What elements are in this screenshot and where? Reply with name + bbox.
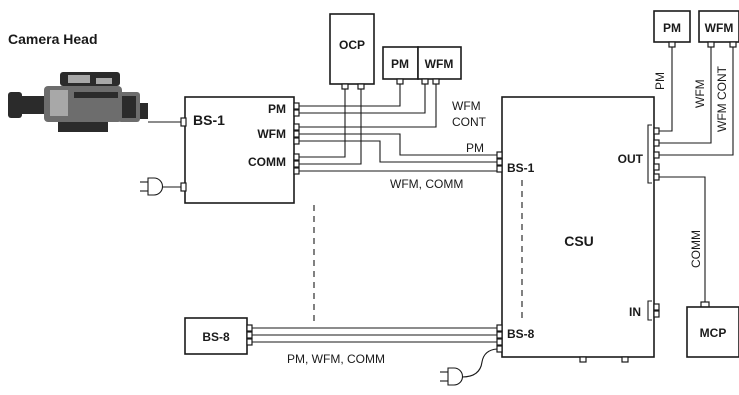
out-pm-cable-label: PM xyxy=(653,72,667,90)
wfm-cont-label-1: WFM xyxy=(452,99,481,113)
csu-out-port-label: OUT xyxy=(618,152,644,166)
wfm-monitor-box xyxy=(417,46,462,80)
power-plug-icon xyxy=(140,177,181,196)
mcp-box xyxy=(686,306,739,358)
pm-cable-label: PM xyxy=(466,141,484,155)
csu-label: CSU xyxy=(564,233,594,249)
bs1-pm-port-label: PM xyxy=(268,102,286,116)
csu-bs1-port-label: BS-1 xyxy=(507,161,535,175)
comm-cable-label: COMM xyxy=(689,230,703,268)
wfm-cont-label-2: CONT xyxy=(452,115,487,129)
out-wfm-cont-cable-label: WFM CONT xyxy=(715,65,729,132)
pm-wfm-comm-cable-label: PM, WFM, COMM xyxy=(287,352,385,366)
bs8-box xyxy=(184,317,248,355)
out-wfm-monitor-box xyxy=(698,10,739,43)
out-wfm-cable-label: WFM xyxy=(693,79,707,108)
wfm-comm-cable-label: WFM, COMM xyxy=(390,177,463,191)
ocp-label: OCP xyxy=(339,38,365,52)
out-pm-monitor-box xyxy=(653,10,691,43)
csu-box xyxy=(501,96,655,358)
mcp-label: MCP xyxy=(700,326,727,340)
ocp-box xyxy=(329,13,375,85)
bs8-label: BS-8 xyxy=(202,330,230,344)
bs1-wfm-port-label: WFM xyxy=(257,127,286,141)
bs1-ports xyxy=(293,102,300,175)
csu-bs8-port-label: BS-8 xyxy=(507,327,535,341)
camera-head-label: Camera Head xyxy=(8,31,98,47)
pm-monitor-label: PM xyxy=(391,57,409,71)
out-wfm-monitor-label: WFM xyxy=(705,21,734,35)
wfm-monitor-label: WFM xyxy=(425,57,454,71)
power-plug-icon xyxy=(440,348,498,386)
out-pm-monitor-label: PM xyxy=(663,21,681,35)
camera-head-icon xyxy=(8,72,148,132)
bs1-label: BS-1 xyxy=(193,112,225,128)
bs1-comm-port-label: COMM xyxy=(248,155,286,169)
csu-in-port-label: IN xyxy=(629,305,641,319)
bs1-box xyxy=(184,96,295,204)
